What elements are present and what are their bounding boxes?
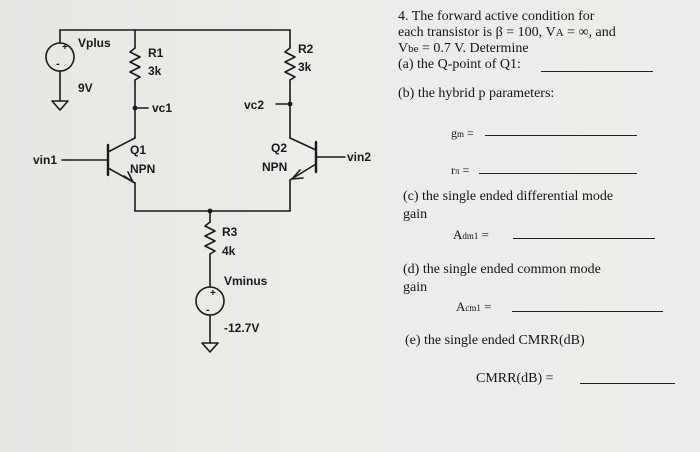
part-b-text: (b) the hybrid p parameters: xyxy=(398,86,555,101)
part-d-line-2: gain xyxy=(403,280,428,295)
ground-icon xyxy=(201,342,219,353)
ground-icon xyxy=(51,100,69,111)
emitter-node-dot xyxy=(207,208,213,214)
problem-line-2: each transistor is β = 100, VA = ∞, and xyxy=(398,25,616,41)
differential-amplifier-schematic: + - Vplus 9V R1 3k R2 3k vc1 vc2 Q1 NPN … xyxy=(33,29,371,353)
acm-answer-line[interactable] xyxy=(512,311,663,312)
vc2-node-dot xyxy=(287,101,293,107)
rpi-label: rπ = xyxy=(451,162,469,179)
resistor-r1-symbol xyxy=(129,47,141,81)
q1-emitter-arrow-icon xyxy=(123,171,134,183)
gm-answer-line[interactable] xyxy=(485,135,637,136)
r2-name-label: R2 xyxy=(298,42,314,56)
r1-value-label: 3k xyxy=(148,64,162,78)
adm-subscript: dm1 xyxy=(462,231,479,241)
part-a-answer-line[interactable] xyxy=(541,71,653,72)
resistor-r3-symbol xyxy=(204,221,216,255)
acm-symbol: A xyxy=(456,299,466,314)
vc2-label: vc2 xyxy=(244,98,264,112)
r3-name-label: R3 xyxy=(222,225,238,239)
resistor-r2-symbol xyxy=(284,47,296,81)
cmrr-equals: = xyxy=(542,371,554,386)
part-c-line-2: gain xyxy=(403,207,428,222)
adm-label: Adm1 = xyxy=(453,227,489,244)
vc1-node-dot xyxy=(132,105,138,111)
vin1-label: vin1 xyxy=(33,153,57,167)
source-9v-label: 9V xyxy=(78,81,93,95)
problem-line-3-end: = 0.7 V. Determine xyxy=(418,41,529,56)
source-plus-sign: + xyxy=(62,42,68,53)
q2-collector-lead xyxy=(289,137,317,151)
vminus-label: Vminus xyxy=(224,274,268,288)
vin2-label: vin2 xyxy=(347,150,371,164)
q2-emitter-arrow-icon xyxy=(291,169,304,180)
problem-line-3: Vbe = 0.7 V. Determine xyxy=(398,41,529,57)
part-e-text: (e) the single ended CMRR(dB) xyxy=(405,333,585,348)
cmrr-answer-line[interactable] xyxy=(580,383,675,384)
gm-label: gm = xyxy=(451,125,474,142)
acm-label: Acm1 = xyxy=(456,299,491,316)
va-subscript: A xyxy=(555,27,564,39)
acm-subscript: cm1 xyxy=(465,303,481,313)
gm-symbol: g xyxy=(451,126,457,140)
q1-collector-lead xyxy=(107,137,136,153)
adm-answer-line[interactable] xyxy=(513,238,655,239)
source-neg-label: -12.7V xyxy=(224,321,259,335)
adm-equals: = xyxy=(478,227,489,242)
part-c-line-1: (c) the single ended differential mode xyxy=(403,189,614,204)
cmrr-label: CMRR(dB) = xyxy=(476,371,554,387)
adm-symbol: A xyxy=(453,227,463,242)
vplus-label: Vplus xyxy=(78,36,111,50)
q2-name-label: Q2 xyxy=(271,141,287,155)
vbe-subscript: be xyxy=(408,43,419,55)
q1-name-label: Q1 xyxy=(130,143,146,157)
problem-line-1: 4. The forward active condition for xyxy=(398,9,595,24)
gm-equals: = xyxy=(464,126,474,140)
r2-value-label: 3k xyxy=(298,60,312,74)
gm-subscript: m xyxy=(457,129,465,139)
q2-type-label: NPN xyxy=(262,160,287,174)
dc-source-9v-symbol xyxy=(45,42,75,72)
rpi-answer-line[interactable] xyxy=(479,173,637,174)
part-d-line-1: (d) the single ended common mode xyxy=(403,262,601,277)
rpi-subscript: π xyxy=(455,166,460,176)
vbe-symbol: V xyxy=(398,41,409,56)
rpi-equals: = xyxy=(459,163,470,177)
rpi-symbol: r xyxy=(451,163,455,177)
vminus-source-minus-sign: - xyxy=(206,304,210,316)
q1-type-label: NPN xyxy=(130,162,155,176)
vminus-source-plus-sign: + xyxy=(210,288,216,299)
problem-line-2-end: = ∞, and xyxy=(563,25,616,40)
r3-value-label: 4k xyxy=(222,244,236,258)
problem-line-2-text: each transistor is β = 100, V xyxy=(398,25,556,40)
acm-equals: = xyxy=(480,299,492,314)
cmrr-symbol: CMRR(dB) xyxy=(476,371,543,386)
part-a-text: (a) the Q-point of Q1: xyxy=(398,57,521,72)
vc1-label: vc1 xyxy=(152,101,172,115)
r1-name-label: R1 xyxy=(148,46,164,60)
source-minus-sign: - xyxy=(56,58,60,70)
